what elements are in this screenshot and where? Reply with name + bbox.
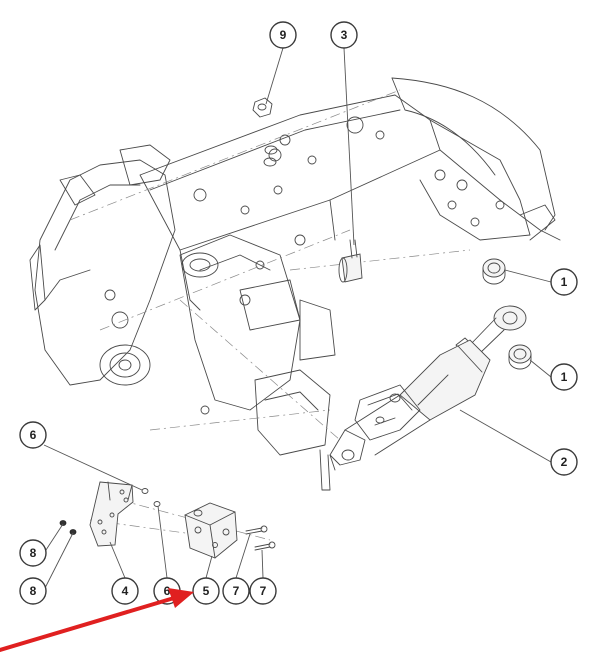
callout-8-lower-label: 8 [30,584,37,598]
arrow-head [168,588,194,608]
part-1-upper-bushing [482,258,506,285]
leader-lines [43,47,552,591]
callout-7-right-label: 7 [260,584,267,598]
callout-7-right: 7 [249,577,277,605]
callout-3-label: 3 [341,28,348,42]
part-5-valve-block [184,502,238,559]
callout-8-upper-label: 8 [30,546,37,560]
callout-3: 3 [330,21,358,49]
callout-2: 2 [550,448,578,476]
part-6-bolt-b [153,501,161,507]
red-pointer-arrow [0,588,194,652]
callout-7-left: 7 [222,577,250,605]
part-8-nut-a [59,520,67,526]
callout-1-upper-label: 1 [561,275,568,289]
part-4-bracket [89,481,134,547]
callout-8-upper: 8 [19,539,47,567]
callout-7-left-label: 7 [233,584,240,598]
callout-9-label: 9 [280,28,287,42]
frame-assembly-drawing [29,77,561,541]
callout-1-lower: 1 [550,363,578,391]
part-2-hydraulic-cylinder [329,305,527,471]
callout-4-label: 4 [122,584,129,598]
callout-2-label: 2 [561,455,568,469]
part-8-nut-b [69,529,77,535]
callout-5: 5 [192,577,220,605]
arrow-shaft [0,596,176,652]
part-7-screw-b [254,541,276,551]
part-3-bushing [338,239,363,283]
callout-6-upper: 6 [19,421,47,449]
callout-4: 4 [111,577,139,605]
part-9-nut [252,97,278,167]
callout-5-label: 5 [203,584,210,598]
callout-1-lower-label: 1 [561,370,568,384]
callout-6-upper-label: 6 [30,428,37,442]
callout-6-lower-label: 6 [164,584,171,598]
part-1-lower-bushing [508,344,532,370]
part-6-bolt-a [141,488,149,494]
callout-1-upper: 1 [550,268,578,296]
callout-8-lower: 8 [19,577,47,605]
part-7-screw-a [245,525,268,535]
callout-9: 9 [269,21,297,49]
